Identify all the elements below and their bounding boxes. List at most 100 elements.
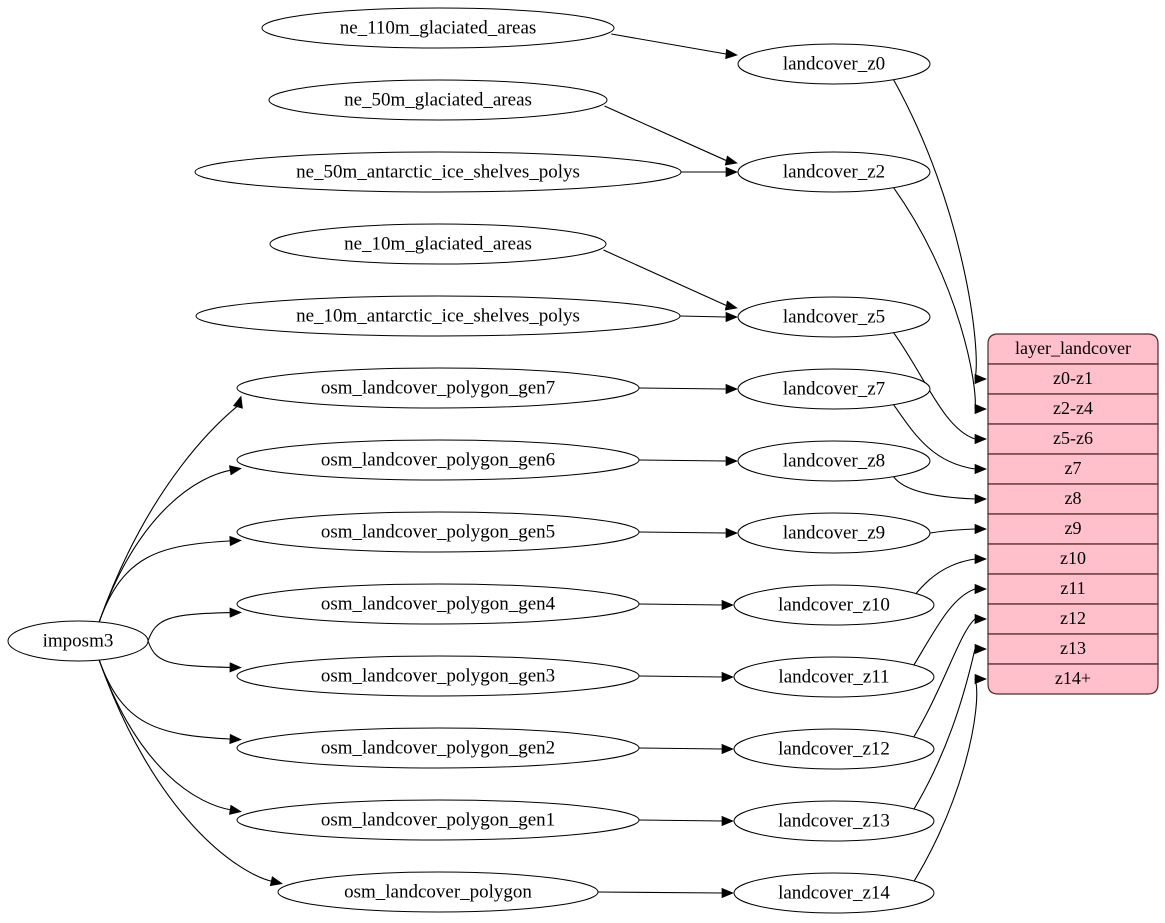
node-landcover_z13[interactable]: landcover_z13 [733, 800, 935, 842]
table-row[interactable]: z10 [987, 543, 1159, 575]
edge-landcover_z2-to-z2-z4 [893, 187, 976, 410]
edge-osm_landcover_polygon_gen3-to-landcover_z11 [638, 675, 723, 678]
edge-arrowhead [725, 166, 738, 178]
node-osm_landcover_polygon_gen2[interactable]: osm_landcover_polygon_gen2 [236, 727, 640, 769]
edge-landcover_z5-to-z5-z6 [893, 332, 976, 440]
node-landcover_z0[interactable]: landcover_z0 [737, 43, 931, 85]
node-landcover_z5[interactable]: landcover_z5 [737, 296, 931, 338]
edge-arrowhead [725, 311, 738, 323]
table-row[interactable]: z13 [987, 633, 1159, 665]
node-label: imposm3 [43, 630, 114, 651]
edge-imposm3-to-osm_landcover_polygon [98, 659, 274, 883]
edge-arrowhead [974, 583, 987, 595]
node-osm_landcover_polygon_gen3[interactable]: osm_landcover_polygon_gen3 [236, 655, 640, 697]
node-landcover_z7[interactable]: landcover_z7 [737, 368, 931, 410]
node-ne_50m_antarctic_ice_shelves_polys[interactable]: ne_50m_antarctic_ice_shelves_polys [194, 151, 682, 193]
node-shape [733, 800, 935, 842]
edge-osm_landcover_polygon_gen1-to-landcover_z13 [638, 819, 723, 822]
edge-osm_landcover_polygon_gen7-to-landcover_z7 [638, 387, 727, 390]
node-osm_landcover_polygon_gen5[interactable]: osm_landcover_polygon_gen5 [236, 511, 640, 553]
edge-arrowhead [269, 876, 283, 887]
node-shape [737, 440, 931, 482]
node-shape [733, 584, 935, 626]
node-shape [737, 368, 931, 410]
table-row-label: z9 [1065, 518, 1082, 538]
table-row[interactable]: z11 [987, 573, 1159, 605]
node-label: osm_landcover_polygon_gen6 [321, 449, 555, 470]
edge-arrowhead [721, 743, 734, 755]
edge-landcover_z14-to-z14+ [895, 678, 978, 909]
node-landcover_z10[interactable]: landcover_z10 [733, 584, 935, 626]
node-landcover_z2[interactable]: landcover_z2 [737, 151, 931, 193]
table-row[interactable]: z5-z6 [987, 423, 1159, 455]
edge-arrowhead [725, 527, 738, 539]
node-label: osm_landcover_polygon_gen1 [321, 809, 555, 830]
node-label: osm_landcover_polygon [344, 881, 532, 902]
node-shape [733, 728, 935, 770]
edge-landcover_z13-to-z13 [895, 648, 976, 837]
layer-landcover-table[interactable]: layer_landcoverz0-z1z2-z4z5-z6z7z8z9z10z… [987, 333, 1159, 695]
node-landcover_z14[interactable]: landcover_z14 [733, 872, 935, 914]
node-landcover_z11[interactable]: landcover_z11 [733, 656, 935, 698]
node-shape [268, 79, 608, 121]
edge-landcover_z8-to-z8 [893, 476, 976, 500]
node-osm_landcover_polygon[interactable]: osm_landcover_polygon [277, 871, 599, 913]
edge-arrowhead [974, 493, 987, 505]
node-shape [737, 43, 931, 85]
edge-arrowhead [974, 373, 987, 385]
table-row[interactable]: z12 [987, 603, 1159, 635]
edge-ne_110m_glaciated_areas-to-landcover_z0 [611, 33, 727, 55]
table-row[interactable]: z7 [987, 453, 1159, 485]
node-ne_50m_glaciated_areas[interactable]: ne_50m_glaciated_areas [268, 79, 608, 121]
edge-arrowhead [724, 300, 738, 311]
edge-arrowhead [725, 383, 738, 395]
edge-arrowhead [721, 815, 734, 827]
node-label: osm_landcover_polygon_gen7 [321, 377, 555, 398]
edge-imposm3-to-osm_landcover_polygon_gen6 [98, 469, 233, 623]
table-row[interactable]: z9 [987, 513, 1159, 545]
table-row[interactable]: z2-z4 [987, 393, 1159, 425]
node-osm_landcover_polygon_gen1[interactable]: osm_landcover_polygon_gen1 [236, 799, 640, 841]
edge-arrowhead [724, 155, 738, 166]
edge-arrowhead [721, 599, 734, 611]
table-row[interactable]: z14+ [987, 663, 1159, 695]
edge-arrowhead [974, 613, 987, 625]
node-label: osm_landcover_polygon_gen3 [321, 665, 555, 686]
node-label: landcover_z10 [778, 594, 890, 615]
node-ne_10m_glaciated_areas[interactable]: ne_10m_glaciated_areas [269, 223, 607, 265]
edge-arrowhead [974, 673, 987, 685]
node-label: landcover_z13 [778, 810, 890, 831]
node-label: landcover_z12 [778, 738, 890, 759]
node-shape [236, 367, 640, 409]
node-shape [236, 511, 640, 553]
node-shape [737, 512, 931, 554]
edge-imposm3-to-osm_landcover_polygon_gen1 [98, 659, 233, 811]
node-landcover_z8[interactable]: landcover_z8 [737, 440, 931, 482]
node-shape [733, 656, 935, 698]
node-ne_110m_glaciated_areas[interactable]: ne_110m_glaciated_areas [261, 7, 615, 49]
node-label: landcover_z2 [783, 161, 885, 182]
table-row-label: z12 [1060, 608, 1086, 628]
node-shape [269, 223, 607, 265]
table-row[interactable]: z8 [987, 483, 1159, 515]
node-label: landcover_z0 [783, 53, 885, 74]
edge-ne_10m_antarctic_ice_shelves_polys-to-landcover_z5 [679, 315, 727, 318]
edge-arrowhead [229, 535, 242, 547]
edge-landcover_z0-to-z0-z1 [893, 79, 977, 380]
node-imposm3[interactable]: imposm3 [7, 620, 149, 662]
table-row[interactable]: z0-z1 [987, 363, 1159, 395]
node-landcover_z9[interactable]: landcover_z9 [737, 512, 931, 554]
node-ne_10m_antarctic_ice_shelves_polys[interactable]: ne_10m_antarctic_ice_shelves_polys [195, 295, 681, 337]
edge-ne_10m_glaciated_areas-to-landcover_z5 [603, 249, 727, 307]
node-label: osm_landcover_polygon_gen4 [321, 593, 556, 614]
node-shape [236, 799, 640, 841]
node-label: osm_landcover_polygon_gen2 [321, 737, 555, 758]
node-osm_landcover_polygon_gen4[interactable]: osm_landcover_polygon_gen4 [236, 583, 640, 625]
table-header-label: layer_landcover [1015, 338, 1131, 358]
node-osm_landcover_polygon_gen6[interactable]: osm_landcover_polygon_gen6 [236, 439, 640, 481]
edge-arrowhead [974, 403, 987, 415]
node-osm_landcover_polygon_gen7[interactable]: osm_landcover_polygon_gen7 [236, 367, 640, 409]
edge-arrowhead [721, 887, 734, 899]
node-landcover_z12[interactable]: landcover_z12 [733, 728, 935, 770]
edge-arrowhead [974, 463, 987, 475]
